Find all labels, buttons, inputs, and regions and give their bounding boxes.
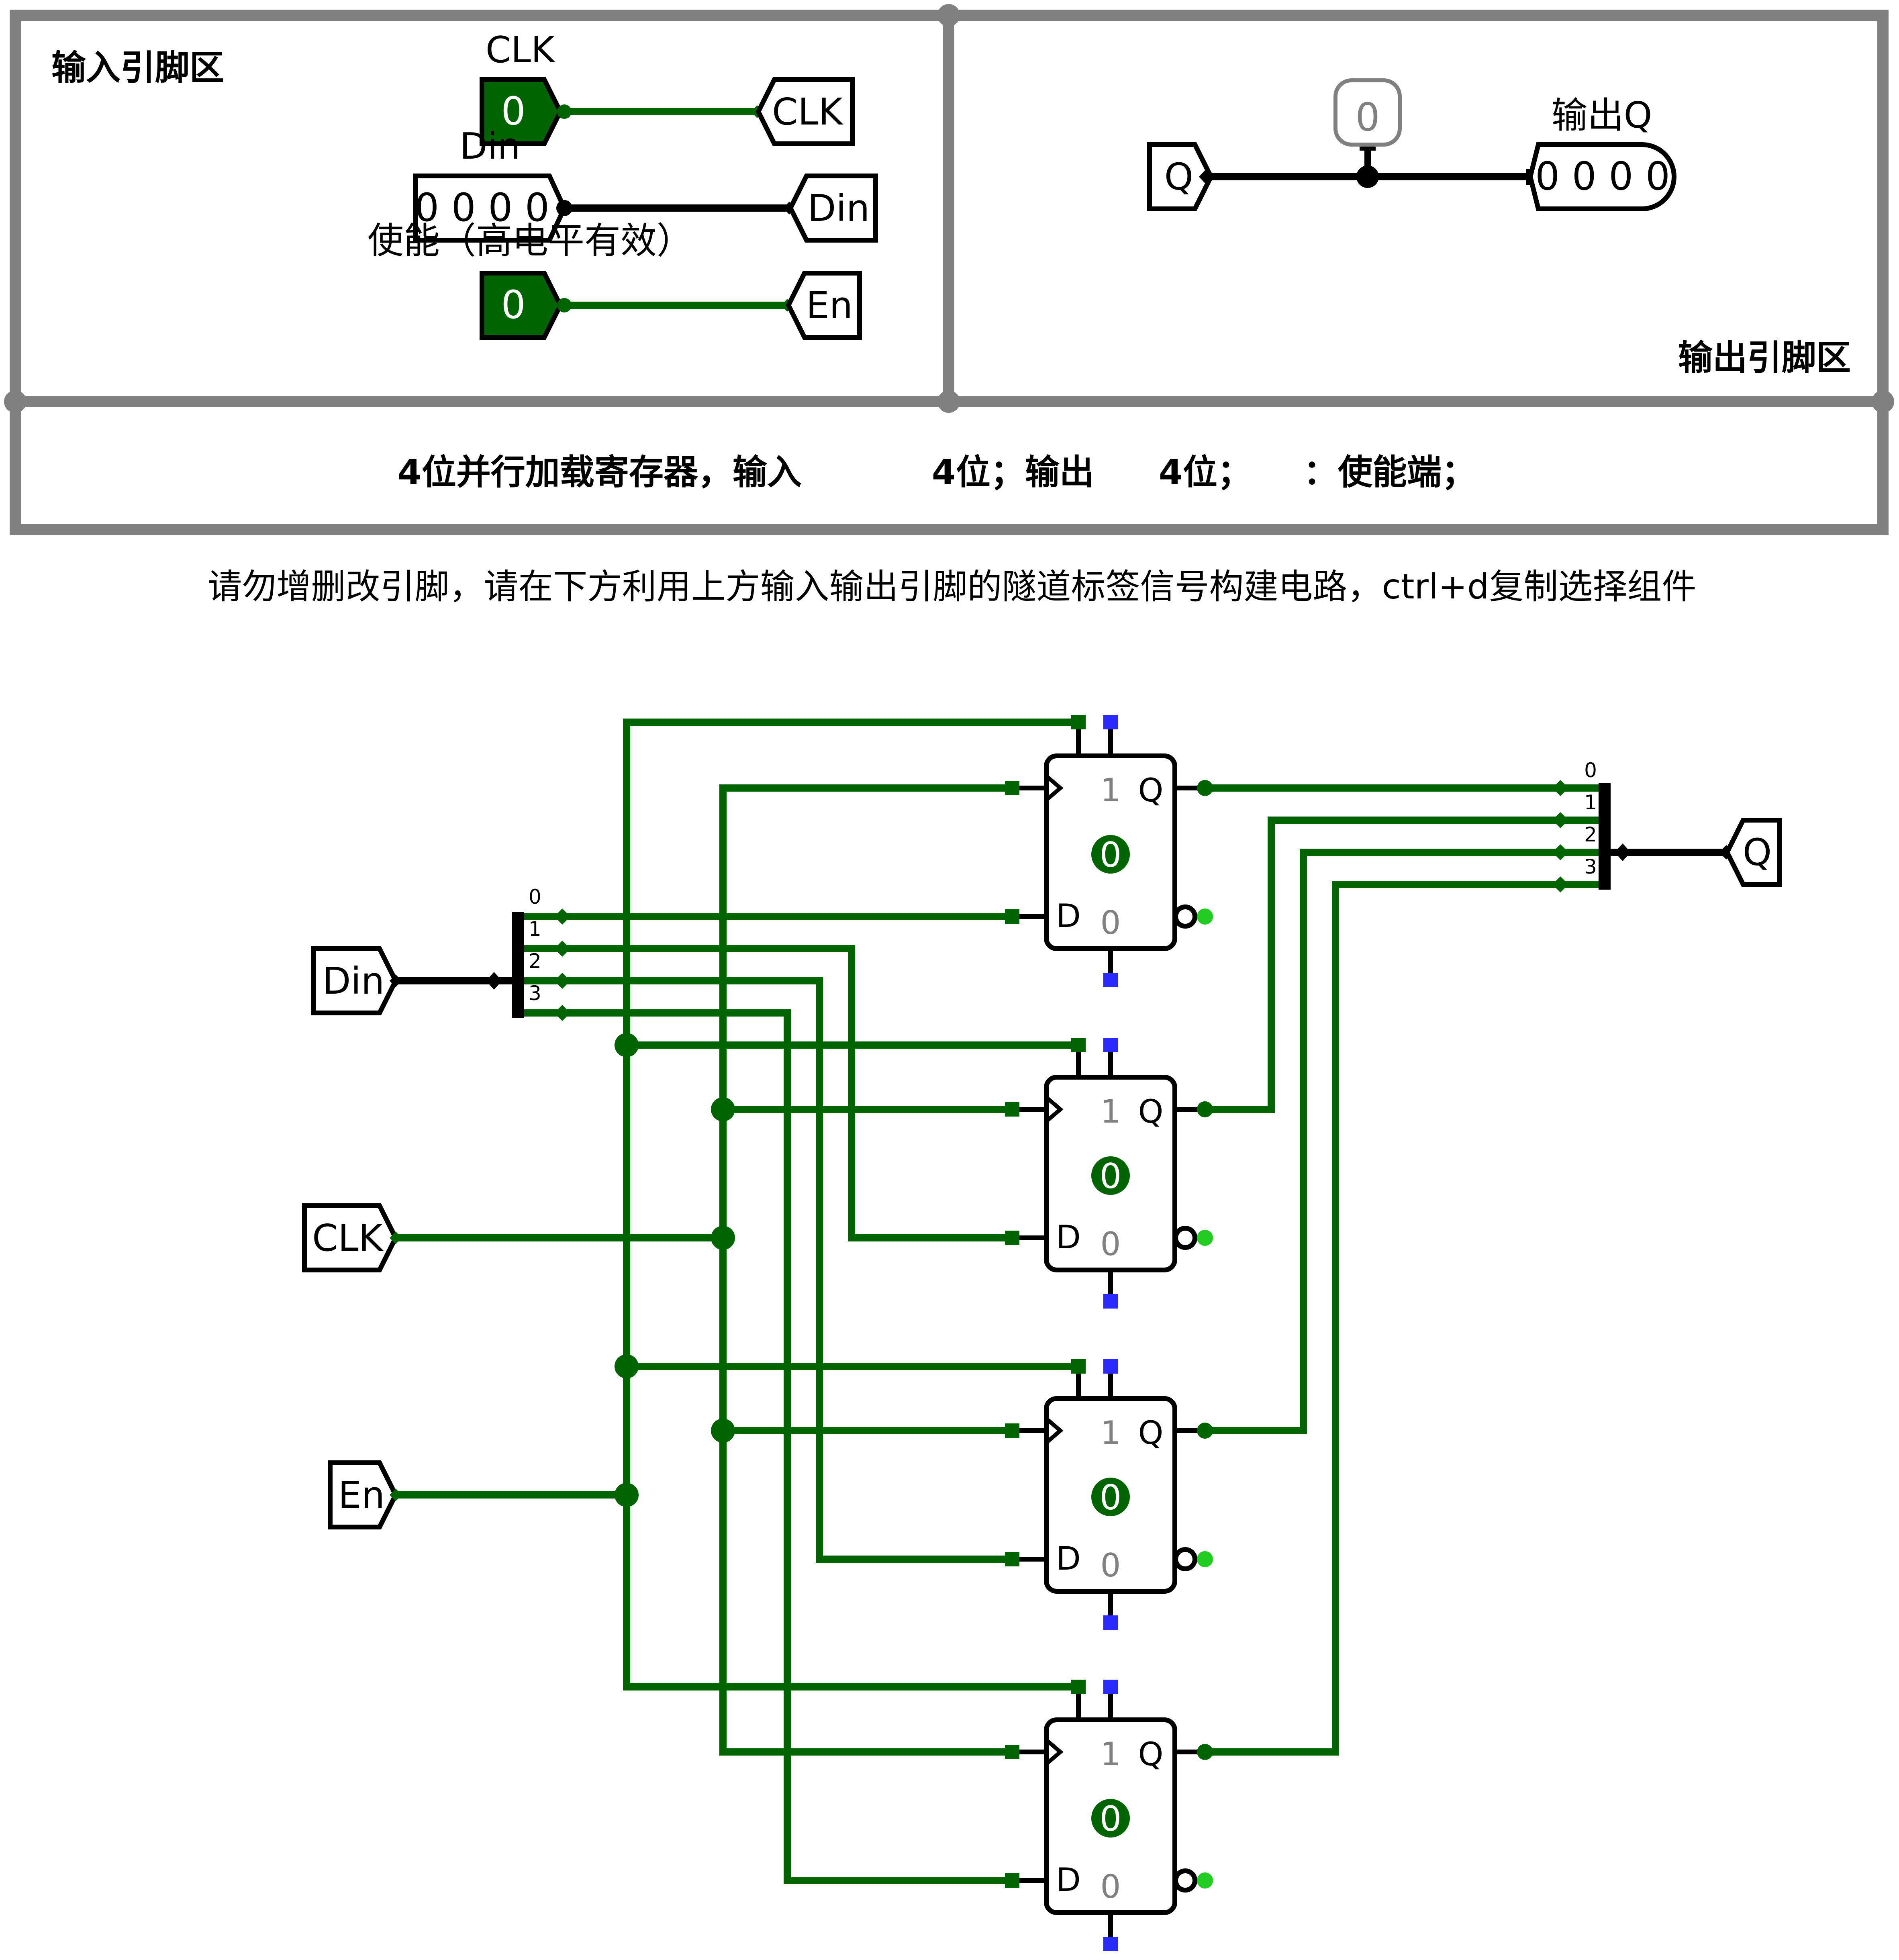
din-splitter-bit-pins — [554, 909, 570, 1021]
ff2-q-label: Q — [1138, 1414, 1164, 1452]
description-row: 4位并行加载寄存器，输入 4位；输出 4位； ：使能端； — [398, 452, 1476, 492]
description-part1: 4位并行加载寄存器，输入 — [398, 452, 802, 492]
clk-pin-value: 0 — [501, 89, 525, 134]
en-pin-label: 使能（高电平有效） — [368, 220, 693, 262]
clk-tunnel[interactable]: CLK — [756, 77, 855, 146]
clk-tunnel-circuit-label: CLK — [312, 1217, 384, 1260]
en-tunnel[interactable]: En — [786, 271, 862, 340]
flipflop-3[interactable]: 1 Q 0 D 0 — [1005, 1680, 1213, 1951]
din-tunnel-circuit[interactable]: Din — [311, 946, 398, 1015]
q-tunnel-output-area[interactable]: Q — [1147, 142, 1214, 211]
ff1-zero: 0 — [1101, 1225, 1121, 1263]
clk-input-pin[interactable]: 0 — [480, 77, 563, 146]
ff0-one: 1 — [1101, 772, 1121, 809]
ff2-d-label: D — [1056, 1540, 1081, 1577]
ff3-zero: 0 — [1101, 1868, 1121, 1905]
ff1-one: 1 — [1101, 1093, 1121, 1130]
flipflop-2[interactable]: 1 Q 0 D 0 — [1005, 1359, 1213, 1630]
flipflop-1[interactable]: 1 Q 0 D 0 — [1005, 1038, 1213, 1309]
clk-tunnel-circuit[interactable]: CLK — [302, 1203, 398, 1272]
din-tunnel[interactable]: Din — [788, 174, 878, 243]
en-tunnel-circuit[interactable]: En — [328, 1460, 398, 1529]
q-output-pin[interactable]: 0 0 0 0 — [1527, 142, 1676, 211]
q-output-pin-value: 0 0 0 0 — [1535, 154, 1670, 199]
ff0-zero: 0 — [1101, 904, 1121, 941]
q-tunnel-output-label: Q — [1164, 155, 1193, 198]
description-part4: ：使能端； — [1303, 452, 1476, 492]
ff3-one: 1 — [1101, 1735, 1121, 1773]
split-in-bit-2: 2 — [529, 949, 541, 973]
din-pin-label: Din — [459, 125, 520, 167]
ff0-state: 0 — [1100, 835, 1122, 875]
instruction-text: 请勿增删改引脚，请在下方利用上方输入输出引脚的隧道标签信号构建电路，ctrl+d… — [208, 567, 1697, 607]
en-input-pin[interactable]: 0 — [480, 271, 563, 340]
din-splitter[interactable]: 0 1 2 3 — [512, 885, 541, 1018]
ff3-state: 0 — [1100, 1799, 1122, 1839]
ff1-state: 0 — [1100, 1156, 1122, 1196]
split-in-bit-3: 3 — [529, 982, 541, 1005]
en-tunnel-circuit-label: En — [338, 1474, 385, 1517]
din-tunnel-circuit-label: Din — [323, 960, 385, 1002]
q-probe-value: 0 — [1355, 95, 1380, 140]
split-out-bit-0: 0 — [1584, 759, 1597, 782]
q-probe[interactable]: 0 — [1333, 78, 1402, 147]
en-pin-value: 0 — [501, 282, 525, 327]
ff1-d-label: D — [1056, 1219, 1081, 1256]
input-area-title: 输入引脚区 — [51, 48, 224, 88]
circuit-wires — [396, 719, 1603, 1884]
split-in-bit-0: 0 — [529, 885, 541, 909]
ff0-d-label: D — [1056, 897, 1081, 935]
ff2-state: 0 — [1100, 1478, 1122, 1518]
split-out-bit-3: 3 — [1584, 855, 1597, 878]
clk-pin-label: CLK — [486, 29, 555, 71]
q-splitter[interactable]: 0 1 2 3 — [1584, 759, 1611, 890]
flipflop-0[interactable]: 1 Q 0 D 0 — [1005, 715, 1213, 987]
q-tunnel-circuit[interactable]: Q — [1724, 818, 1782, 887]
circuit-junctions — [615, 1033, 735, 1507]
en-tunnel-label: En — [806, 284, 853, 327]
split-out-bit-2: 2 — [1584, 823, 1597, 846]
ff2-one: 1 — [1101, 1414, 1121, 1452]
description-part3: 4位； — [1159, 452, 1252, 492]
din-pin-value: 0 0 0 0 — [415, 185, 549, 230]
din-input-pin[interactable]: 0 0 0 0 — [413, 174, 567, 243]
q-splitter-bit-pins — [1552, 780, 1568, 892]
clk-tunnel-label: CLK — [772, 90, 843, 133]
q-tunnel-circuit-label: Q — [1743, 831, 1772, 874]
split-in-bit-1: 1 — [529, 917, 541, 941]
description-part2: 4位；输出 — [932, 452, 1094, 492]
ff3-q-label: Q — [1138, 1735, 1164, 1773]
ff3-d-label: D — [1056, 1861, 1081, 1899]
output-area-title: 输出引脚区 — [1678, 338, 1851, 378]
ff1-q-label: Q — [1138, 1093, 1164, 1130]
q-output-label: 输出Q — [1552, 94, 1652, 137]
split-out-bit-1: 1 — [1584, 791, 1597, 814]
frame-handles[interactable] — [4, 4, 1894, 413]
ff0-q-label: Q — [1138, 772, 1164, 809]
din-tunnel-label: Din — [808, 187, 870, 230]
ff2-zero: 0 — [1101, 1547, 1121, 1584]
